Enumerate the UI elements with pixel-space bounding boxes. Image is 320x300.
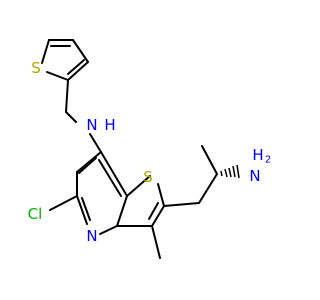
structure-drawing: S N H S N H 2 N Cl <box>28 39 271 259</box>
bond <box>67 61 89 81</box>
bond <box>89 133 102 153</box>
hashed-wedge <box>220 164 240 179</box>
bond <box>98 159 122 197</box>
atom-n-primary: N <box>249 167 260 185</box>
atom-s-thiophene: S <box>31 59 41 77</box>
bond <box>99 225 118 235</box>
bond <box>65 79 69 113</box>
bond <box>126 175 151 197</box>
atom-h-primary: H <box>252 146 263 164</box>
bond <box>65 111 77 123</box>
bonds <box>41 39 240 259</box>
bond <box>198 173 218 204</box>
molecule-canvas: S N H S N H 2 N Cl <box>28 39 271 259</box>
atom-s-thieno: S <box>143 168 153 186</box>
bond <box>76 195 88 225</box>
bond <box>116 195 128 227</box>
bond <box>100 151 128 197</box>
bond <box>151 225 161 259</box>
atom-n-pyridine: N <box>86 227 97 245</box>
bond <box>41 39 50 64</box>
atom-n-amine: N <box>86 116 97 134</box>
bond <box>163 202 200 207</box>
bond <box>76 151 102 173</box>
bond <box>81 197 91 221</box>
bond <box>46 71 69 81</box>
bond <box>148 202 159 220</box>
bond <box>78 157 97 174</box>
atom-h-subscript: 2 <box>265 155 271 166</box>
bond <box>151 205 165 227</box>
bond <box>49 195 78 211</box>
bond <box>157 183 165 207</box>
bond <box>67 59 85 75</box>
atom-cl: Cl <box>28 205 43 223</box>
atom-h-amine: H <box>104 116 115 134</box>
bond <box>201 145 218 175</box>
bond <box>72 39 89 63</box>
